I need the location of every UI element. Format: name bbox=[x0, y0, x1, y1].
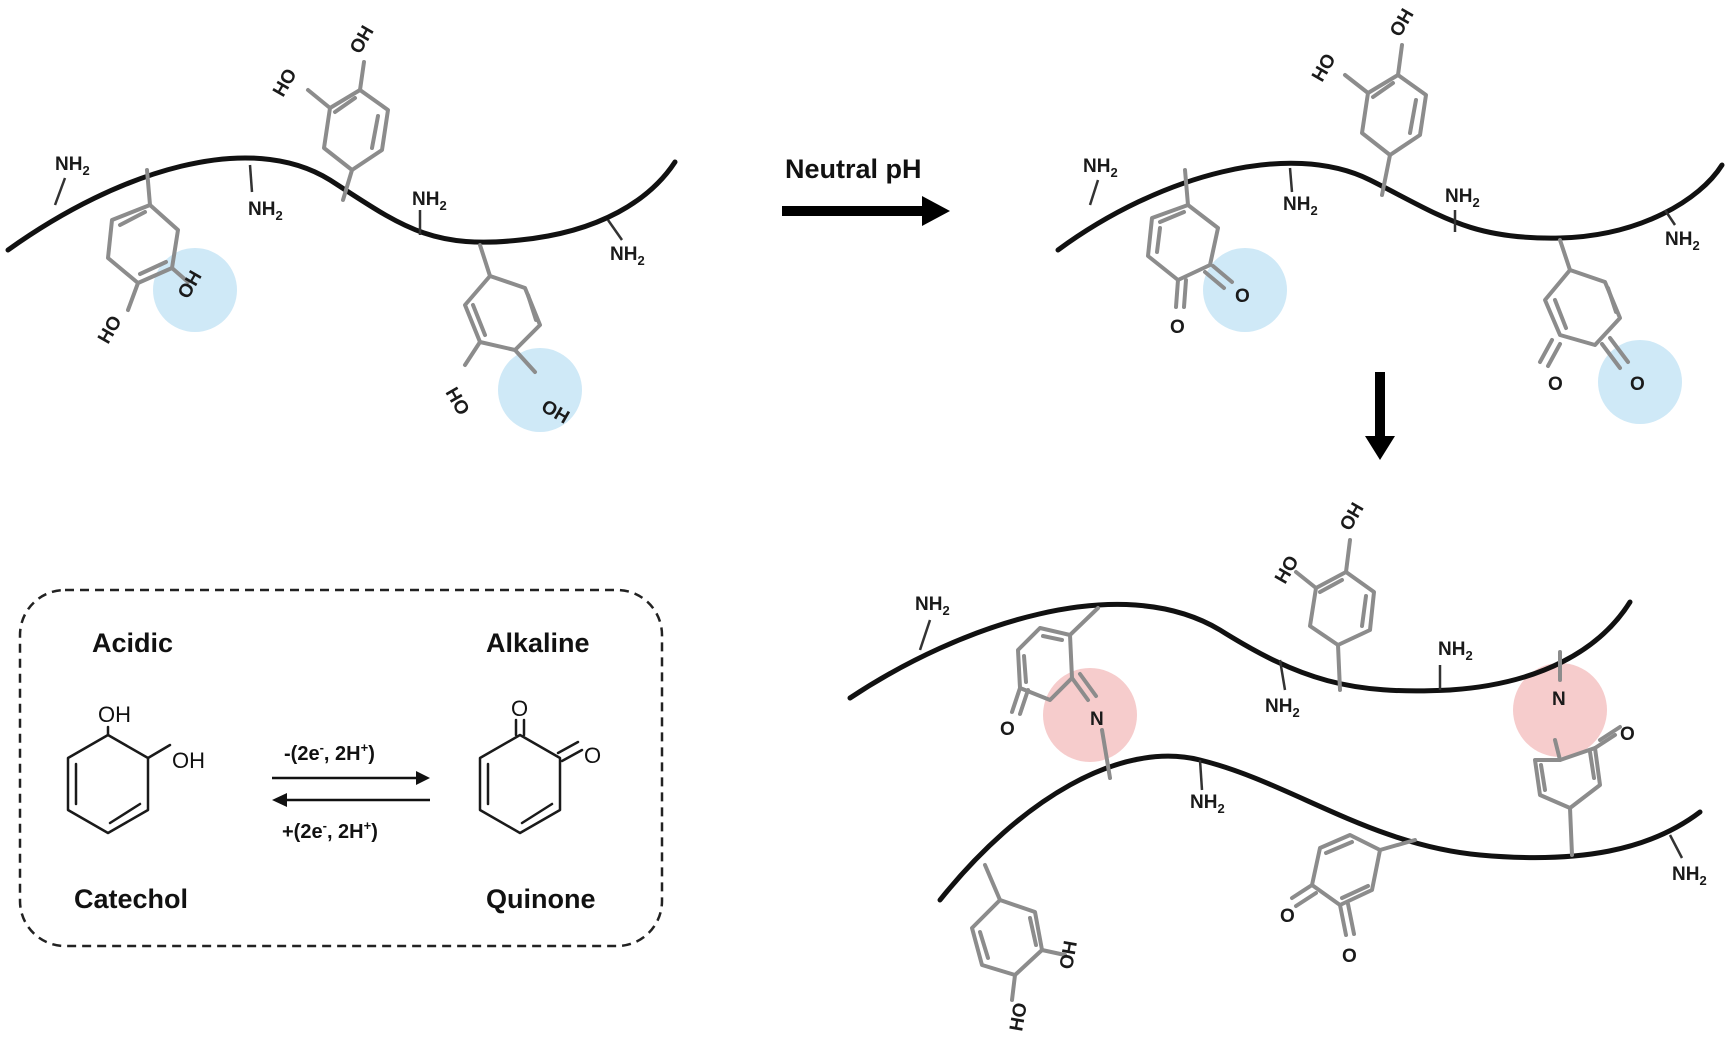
right-arrow-head bbox=[922, 196, 950, 226]
carbonyl-label: O bbox=[1235, 286, 1250, 307]
catechol-ring-5 bbox=[1294, 538, 1376, 692]
catechol-ring-1 bbox=[106, 168, 190, 312]
catechol-ring-2 bbox=[306, 60, 390, 202]
condition-label: Neutral pH bbox=[785, 154, 922, 184]
catechol-structure: OH OH bbox=[66, 702, 205, 835]
reverse-arrowhead bbox=[272, 793, 287, 807]
quinone-ring-2 bbox=[1538, 238, 1630, 370]
amine-label: NH2 bbox=[248, 199, 283, 223]
stub bbox=[1668, 834, 1684, 859]
stub bbox=[1278, 659, 1287, 691]
oh-atom: OH bbox=[98, 702, 131, 727]
carbonyl-label: O bbox=[1000, 719, 1015, 740]
forward-arrowhead bbox=[416, 771, 430, 785]
polymer-backbone-2 bbox=[1055, 160, 1725, 253]
amine-label: NH2 bbox=[55, 154, 90, 178]
catechol-ring-6 bbox=[970, 863, 1067, 1002]
stub bbox=[1288, 167, 1294, 193]
alkaline-label: Alkaline bbox=[486, 628, 590, 658]
quinone-label: Quinone bbox=[486, 884, 596, 914]
highlight-o-1 bbox=[1203, 248, 1287, 332]
amine-label: NH2 bbox=[1438, 639, 1473, 663]
highlight-oh-2 bbox=[498, 348, 582, 432]
quinone-structure: O O bbox=[478, 696, 601, 835]
hydroxyl-label: HO bbox=[1006, 1001, 1032, 1033]
oxidation-label: -(2e-, 2H+) bbox=[284, 740, 375, 765]
imine-ring-2 bbox=[1533, 650, 1622, 857]
amine-label: NH2 bbox=[1190, 792, 1225, 816]
amine-label: NH2 bbox=[610, 244, 645, 268]
reduction-label: +(2e-, 2H+) bbox=[282, 818, 378, 843]
stub bbox=[1198, 759, 1204, 791]
imine-n-label: N bbox=[1090, 709, 1104, 730]
hydroxyl-label: HO bbox=[94, 312, 126, 347]
o-atom: O bbox=[584, 743, 601, 768]
catechol-label: Catechol bbox=[74, 884, 188, 914]
stub bbox=[918, 619, 932, 651]
hydroxyl-label: HO bbox=[441, 384, 473, 419]
imine-n-label: N bbox=[1552, 689, 1566, 710]
highlight-n-1 bbox=[1043, 668, 1137, 762]
imine-ring-1 bbox=[1010, 606, 1112, 780]
carbonyl-label: O bbox=[1548, 374, 1563, 395]
highlight-n-2 bbox=[1513, 663, 1607, 757]
carbonyl-label: O bbox=[1630, 374, 1645, 395]
reaction-arrows: Neutral pH bbox=[782, 154, 1395, 460]
hydroxyl-label: HO bbox=[1271, 552, 1303, 587]
amine-label: NH2 bbox=[1665, 229, 1700, 253]
hydroxyl-label: HO bbox=[269, 65, 301, 100]
polymer-backbone-4 bbox=[937, 753, 1703, 903]
quinone-ring-1 bbox=[1146, 168, 1234, 309]
stub bbox=[606, 219, 624, 241]
hydroxyl-label: HO bbox=[1308, 50, 1340, 85]
stub bbox=[248, 164, 254, 193]
catechol-ring-4 bbox=[1343, 43, 1428, 197]
hydroxyl-label: OH bbox=[346, 22, 378, 57]
polymer-backbone-3 bbox=[847, 599, 1633, 701]
acidic-label: Acidic bbox=[92, 628, 173, 658]
down-arrow-head bbox=[1365, 436, 1395, 460]
o-atom: O bbox=[511, 696, 528, 721]
carbonyl-label: O bbox=[1620, 724, 1635, 745]
hydroxyl-label: OH bbox=[1056, 939, 1082, 971]
hydroxyl-label: OH bbox=[1386, 5, 1418, 40]
amine-label: NH2 bbox=[1283, 194, 1318, 218]
amine-label: NH2 bbox=[1672, 864, 1707, 888]
catechol-ring-3 bbox=[463, 243, 542, 374]
amine-label: NH2 bbox=[1445, 186, 1480, 210]
panel-quinone-polymer: NH2 NH2 NH2 NH2 O O O O HO OH bbox=[1055, 5, 1725, 395]
stub bbox=[1663, 209, 1677, 226]
panel-crosslinked-polymer: NH2 NH2 NH2 NH2 NH2 N N O O O O HO OH OH… bbox=[847, 499, 1707, 1033]
hydroxyl-label: OH bbox=[1336, 499, 1368, 534]
quinone-ring-3 bbox=[1290, 833, 1417, 937]
carbonyl-label: O bbox=[1170, 317, 1185, 338]
amine-label: NH2 bbox=[1083, 156, 1118, 180]
inset-box bbox=[18, 588, 664, 948]
highlights bbox=[153, 248, 1682, 762]
stub bbox=[53, 177, 67, 206]
inset-equilibrium: Acidic Alkaline Catechol Quinone OH OH O… bbox=[18, 588, 664, 948]
polymer-backbone-1 bbox=[5, 155, 678, 253]
amine-label: NH2 bbox=[915, 594, 950, 618]
highlight-o-2 bbox=[1598, 340, 1682, 424]
amine-label: NH2 bbox=[412, 189, 447, 213]
amine-label: NH2 bbox=[1265, 696, 1300, 720]
oh-atom: OH bbox=[172, 748, 205, 773]
stub bbox=[1088, 179, 1100, 206]
carbonyl-label: O bbox=[1280, 906, 1295, 927]
carbonyl-label: O bbox=[1342, 946, 1357, 967]
